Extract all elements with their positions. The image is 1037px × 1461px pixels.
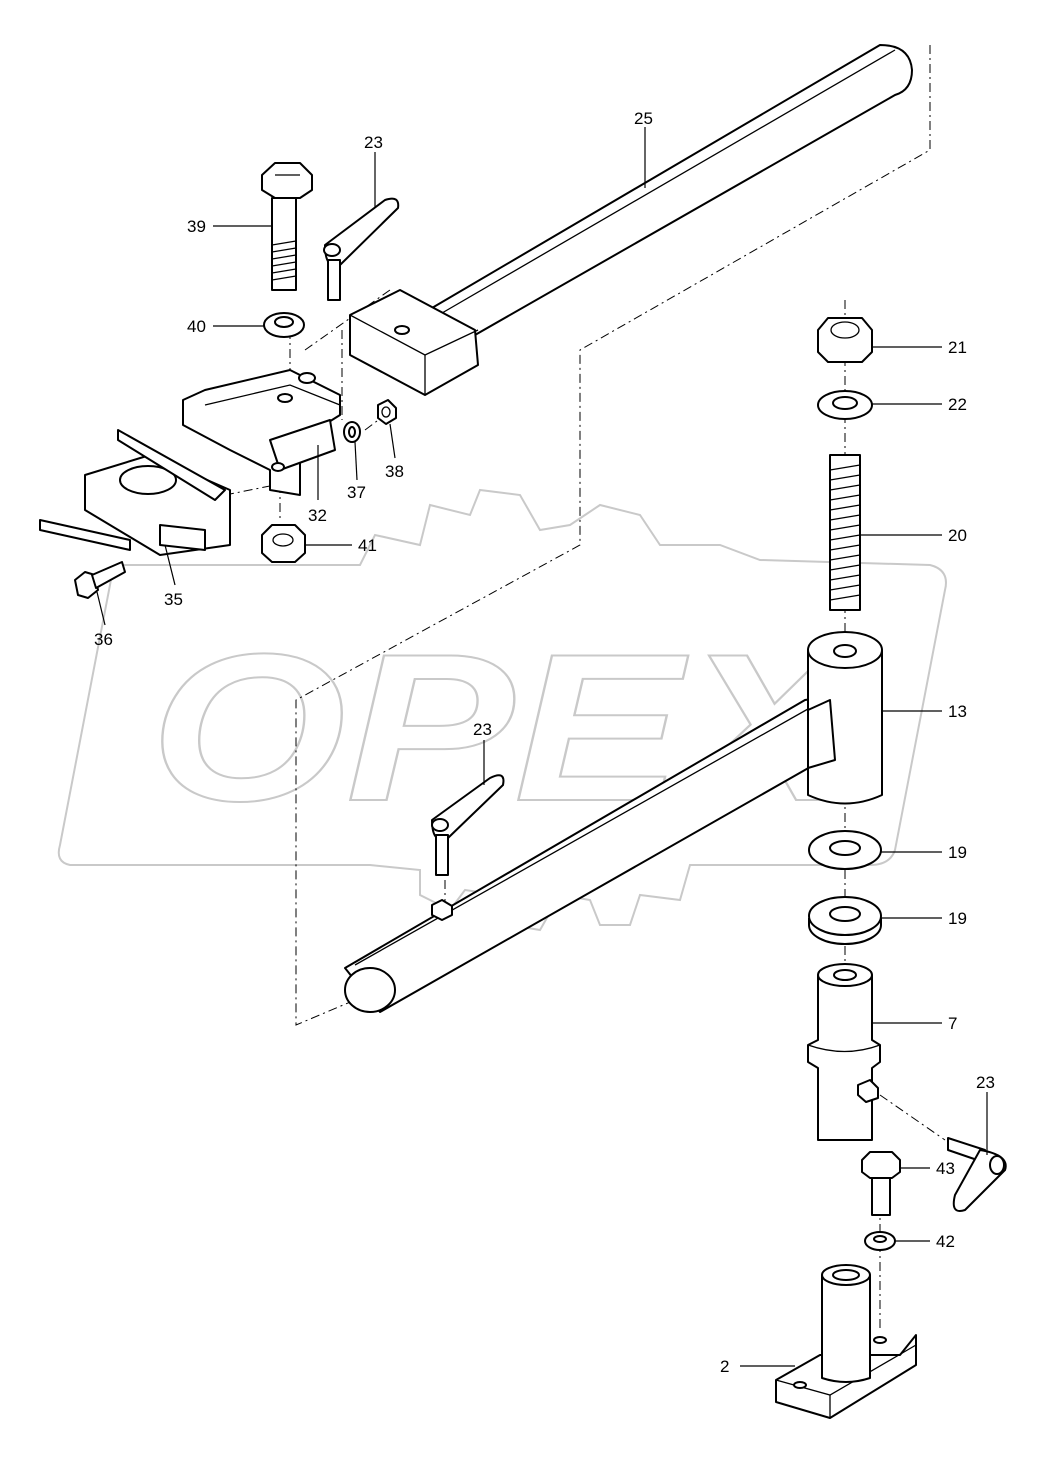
part-19-washer-upper [808,830,882,870]
part-labels: 25 23 39 40 32 37 38 35 36 41 21 22 20 1… [94,109,995,1376]
label-40: 40 [187,317,206,336]
label-23-upper: 23 [364,133,383,152]
part-35-clamp [39,429,231,556]
label-43: 43 [936,1159,955,1178]
label-32: 32 [308,506,327,525]
part-23-upper-lever [323,197,400,301]
part-43-bolt [861,1151,901,1216]
label-39: 39 [187,217,206,236]
part-20-threaded-stud [829,454,861,611]
part-2-base [775,1264,917,1419]
watermark-text: OPEX [150,610,863,845]
part-13-sleeve [807,649,883,805]
part-23-lower-lever [947,1137,1007,1212]
part-37-washer [343,421,361,443]
part-7-post [807,963,881,1141]
label-38: 38 [385,462,404,481]
part-22-washer [817,390,873,420]
label-19-upper: 19 [948,843,967,862]
label-42: 42 [936,1232,955,1251]
watermark-logo: OPEX [57,488,947,932]
part-41-nut [261,524,306,563]
label-41: 41 [358,536,377,555]
label-23-middle: 23 [473,720,492,739]
leader-lines [96,127,988,1367]
label-22: 22 [948,395,967,414]
label-20: 20 [948,526,967,545]
part-23-middle-lever [431,774,505,921]
label-35: 35 [164,590,183,609]
part-36-small-bolt [74,561,126,599]
label-21: 21 [948,338,967,357]
part-13-lower-tube [344,631,883,1013]
part-32-bracket [182,369,341,496]
label-19-lower: 19 [948,909,967,928]
label-2: 2 [720,1357,729,1376]
part-19-washer-lower [808,896,882,945]
label-13: 13 [948,702,967,721]
part-25-socket [349,289,479,396]
part-38-nut [377,399,397,425]
label-36: 36 [94,630,113,649]
label-37: 37 [347,483,366,502]
part-42-washer [864,1231,896,1251]
part-21-nut [817,317,873,363]
label-23-lower: 23 [976,1073,995,1092]
label-7: 7 [948,1014,957,1033]
label-25: 25 [634,109,653,128]
part-39-hex-bolt [261,162,313,291]
watermark-gear-outline [57,488,947,932]
part-25-upper-tube [349,44,913,396]
part-40-washer [263,312,305,338]
